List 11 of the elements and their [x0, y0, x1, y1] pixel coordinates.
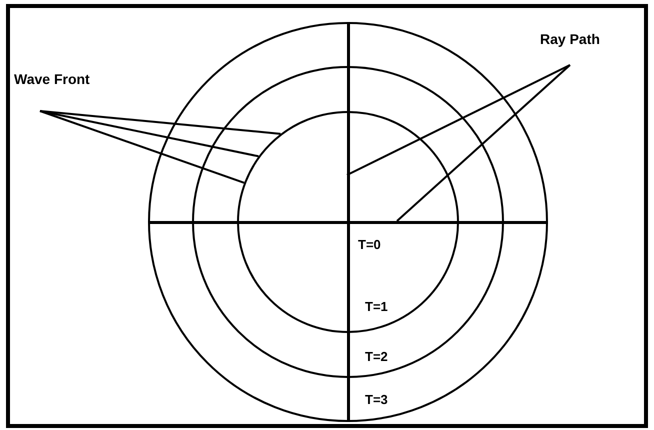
- leader-line: [396, 64, 571, 222]
- leader-line: [346, 64, 570, 176]
- time-label: T=3: [364, 393, 389, 406]
- time-label: T=2: [364, 350, 389, 363]
- leader-line: [40, 110, 281, 135]
- time-label: T=0: [357, 238, 382, 251]
- time-label: T=1: [364, 300, 389, 313]
- callout-label: Ray Path: [540, 32, 600, 46]
- callout-label: Wave Front: [14, 72, 90, 86]
- leader-line: [40, 110, 259, 158]
- leader-line: [40, 110, 244, 184]
